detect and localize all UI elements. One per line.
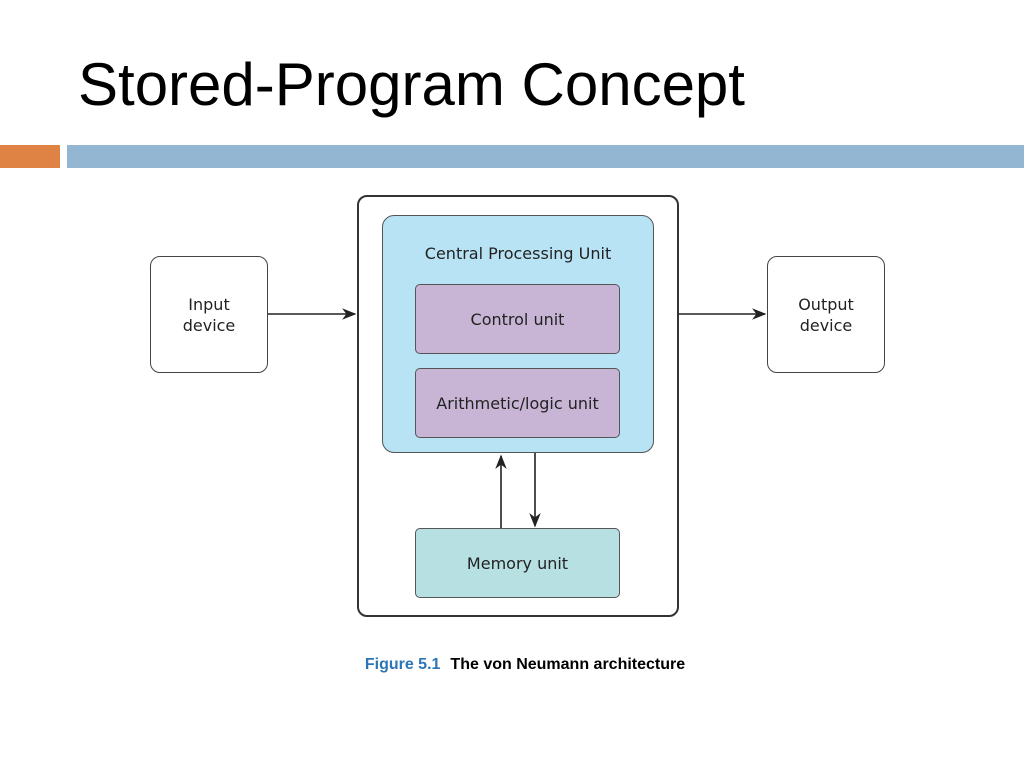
cpu-label: Central Processing Unit: [424, 244, 612, 263]
memory-unit-box: Memory unit: [415, 528, 620, 598]
title-accent-bar-orange: [0, 145, 60, 168]
figure-number: Figure 5.1: [364, 656, 441, 673]
figure-caption-text: The von Neumann architecture: [450, 656, 686, 673]
slide-title: Stored-Program Concept: [78, 51, 745, 118]
figure-caption: Figure 5.1 The von Neumann architecture: [0, 656, 1024, 674]
alu-box: Arithmetic/logic unit: [415, 368, 620, 438]
input-device-box: Input device: [150, 256, 268, 373]
title-accent-bar-blue: [67, 145, 1024, 168]
output-device-box: Output device: [767, 256, 885, 373]
control-unit-box: Control unit: [415, 284, 620, 354]
